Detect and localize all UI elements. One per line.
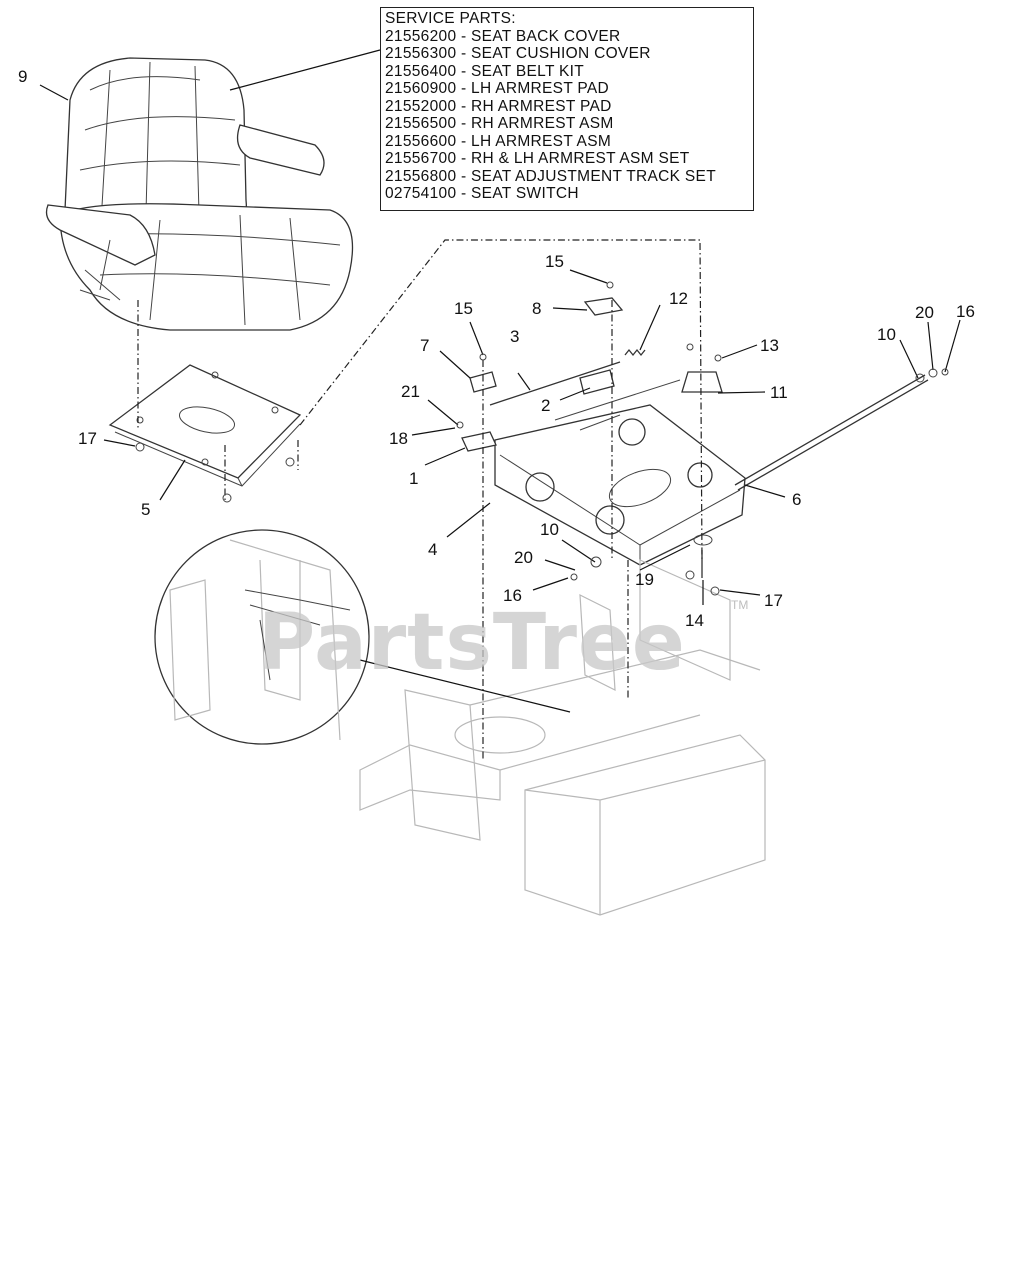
- seat-platform: [494, 379, 746, 566]
- service-parts-title: SERVICE PARTS:: [385, 10, 516, 27]
- callout-8: 8: [532, 299, 542, 318]
- callout-5: 5: [141, 500, 151, 519]
- detail-view-contents: [169, 539, 351, 741]
- callout-13: 13: [760, 336, 779, 355]
- service-part-item: 21556800 - SEAT ADJUSTMENT TRACK SET: [385, 167, 716, 185]
- service-part-item: 21560900 - LH ARMREST PAD: [385, 80, 610, 97]
- mower-frame: [359, 559, 766, 916]
- callout-20: 20: [514, 548, 533, 567]
- service-part-item: 02754100 - SEAT SWITCH: [385, 185, 579, 202]
- callout-16: 16: [956, 302, 975, 321]
- callout-17: 17: [764, 591, 783, 610]
- callout-9: 9: [18, 67, 28, 86]
- callout-6: 6: [792, 490, 802, 509]
- service-part-item: 21556400 - SEAT BELT KIT: [385, 62, 585, 80]
- callout-1: 1: [409, 469, 419, 488]
- callout-15: 15: [545, 252, 564, 271]
- callout-21: 21: [401, 382, 420, 401]
- detail-magnifier: [154, 529, 370, 745]
- service-part-item: 21556200 - SEAT BACK COVER: [385, 27, 621, 45]
- callout-16: 16: [503, 586, 522, 605]
- callout-2: 2: [541, 396, 551, 415]
- seat-mounting-plate: [108, 364, 302, 487]
- callout-4: 4: [428, 540, 438, 559]
- leader-lines: [39, 49, 961, 713]
- callout-18: 18: [389, 429, 408, 448]
- callout-12: 12: [669, 289, 688, 308]
- callout-14: 14: [685, 611, 704, 630]
- callout-19: 19: [635, 570, 654, 589]
- watermark: PartsTree: [258, 598, 686, 688]
- callout-15: 15: [454, 299, 473, 318]
- callout-11: 11: [770, 383, 788, 402]
- callout-7: 7: [420, 336, 430, 355]
- service-part-item: 21556500 - RH ARMREST ASM: [385, 115, 614, 132]
- callout-10: 10: [540, 520, 559, 539]
- fasteners: [135, 281, 949, 596]
- service-parts-box: SERVICE PARTS: 21556200 - SEAT BACK COVE…: [380, 7, 754, 211]
- callout-3: 3: [510, 327, 520, 346]
- callout-17: 17: [78, 429, 97, 448]
- service-part-item: 21552000 - RH ARMREST PAD: [385, 97, 612, 115]
- service-part-item: 21556700 - RH & LH ARMREST ASM SET: [385, 150, 690, 167]
- callout-10: 10: [877, 325, 896, 344]
- service-part-item: 21556300 - SEAT CUSHION COVER: [385, 45, 651, 62]
- callout-20: 20: [915, 303, 934, 322]
- seat-assembly: [45, 57, 354, 331]
- service-part-item: 21556600 - LH ARMREST ASM: [385, 132, 612, 150]
- watermark-tm: TM: [731, 598, 749, 612]
